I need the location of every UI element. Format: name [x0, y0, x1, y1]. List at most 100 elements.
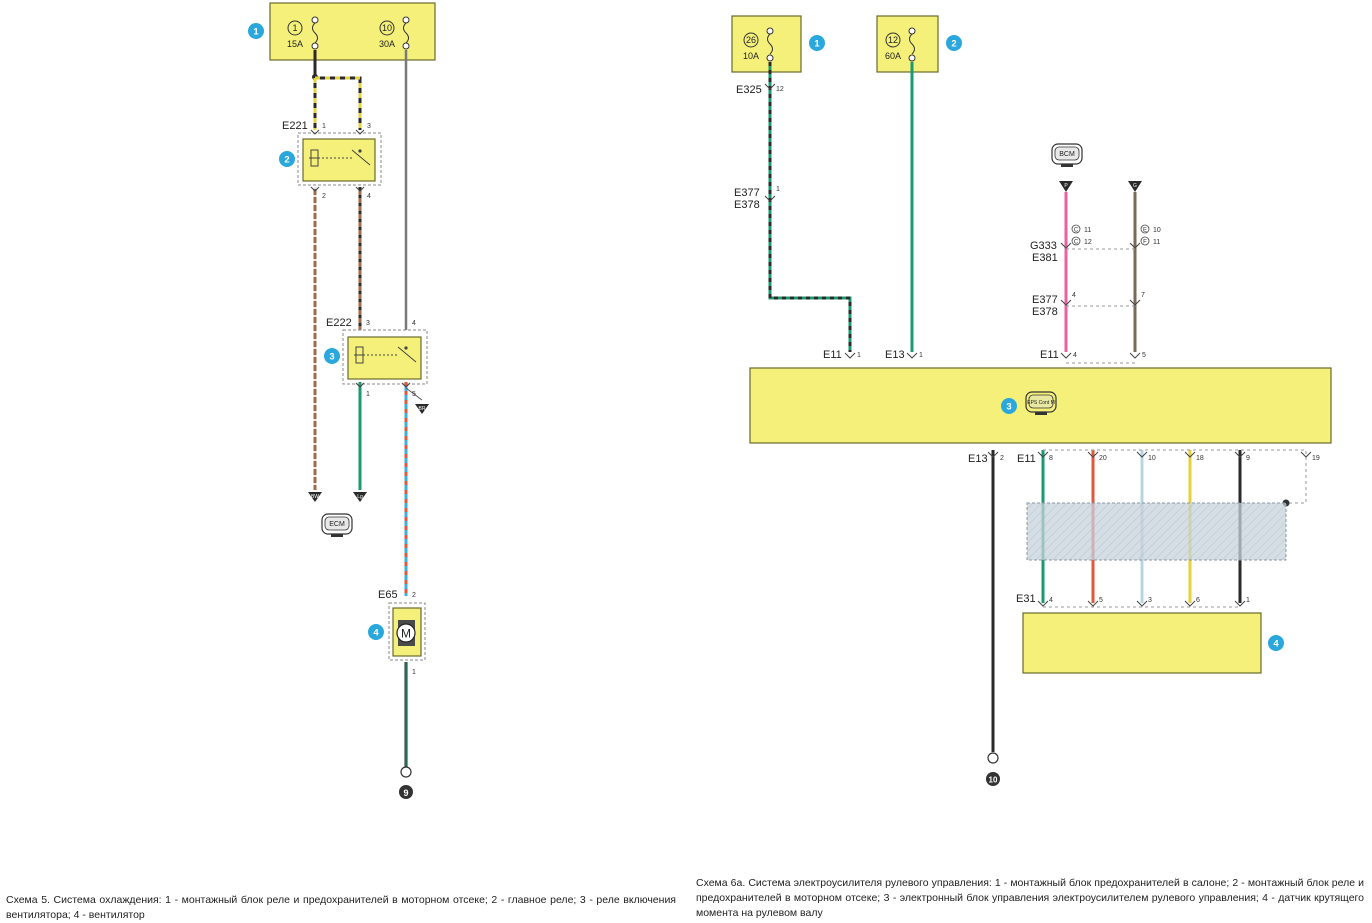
callout-3b: 3	[1001, 398, 1017, 414]
svg-text:5: 5	[1099, 597, 1103, 604]
wire-terminal-br: BR	[415, 404, 429, 414]
svg-text:9: 9	[403, 788, 408, 798]
motor-symbol: M	[401, 627, 411, 641]
svg-text:6: 6	[1196, 597, 1200, 604]
ground-point-9: 9	[399, 766, 413, 799]
wires-eps-bottom	[987, 449, 1312, 752]
connector-e381: E381	[1032, 252, 1058, 264]
wire-terminal-p: P	[1059, 181, 1073, 192]
callout-1b: 1	[809, 35, 825, 51]
svg-text:2: 2	[412, 592, 416, 599]
svg-text:60A: 60A	[885, 51, 901, 61]
svg-text:4: 4	[1073, 352, 1077, 359]
connector-e221: E221	[282, 120, 308, 132]
svg-text:G: G	[1133, 183, 1137, 189]
svg-text:1: 1	[412, 669, 416, 676]
wire-terminal-g: G	[1128, 181, 1142, 192]
svg-text:F: F	[1143, 240, 1147, 246]
ecm-badge: ECM	[321, 513, 353, 537]
cabin-fuse-box: 26 10A	[731, 15, 802, 73]
fuse-number: 10	[382, 23, 392, 33]
wire-terminal-lg: Lg	[353, 492, 367, 502]
svg-text:2: 2	[951, 39, 956, 50]
callout-4: 4	[368, 624, 384, 640]
connector-g333: G333	[1030, 240, 1057, 252]
svg-text:BW: BW	[311, 494, 319, 500]
svg-text:5: 5	[412, 391, 416, 398]
svg-text:BR: BR	[419, 406, 426, 412]
callout-4b: 4	[1268, 635, 1284, 651]
svg-text:1: 1	[857, 352, 861, 359]
svg-text:4: 4	[1072, 292, 1076, 299]
svg-text:4: 4	[412, 320, 416, 327]
svg-text:E: E	[1143, 228, 1147, 234]
connector-e13-top: E13	[885, 349, 905, 361]
engine-fuse-box: 1 15A 10 30A	[269, 2, 436, 61]
svg-text:ECM: ECM	[329, 521, 345, 528]
svg-text:4: 4	[1049, 597, 1053, 604]
svg-text:3: 3	[1006, 402, 1011, 413]
main-relay: E221 1 3 2 4	[282, 120, 382, 200]
connector-e378-b: E378	[1032, 306, 1058, 318]
svg-text:1: 1	[919, 352, 923, 359]
svg-text:10: 10	[1148, 455, 1156, 462]
svg-text:3: 3	[1148, 597, 1152, 604]
ground-point-10: 10	[986, 752, 1000, 786]
svg-text:1: 1	[253, 27, 259, 38]
cooling-system-diagram: 1 15A 10 30A 1	[248, 2, 436, 799]
connector-e11-bottom: E11	[1017, 453, 1036, 465]
connector-e378: E378	[734, 199, 760, 211]
svg-text:1: 1	[814, 39, 820, 50]
svg-text:9: 9	[1246, 455, 1250, 462]
svg-text:10: 10	[989, 776, 998, 785]
eps-system-diagram: 26 10A 1 12 60A 2	[731, 15, 1332, 786]
bcm-badge: BCM	[1051, 143, 1083, 167]
connector-e377-b: E377	[1032, 294, 1058, 306]
svg-text:4: 4	[1273, 639, 1279, 650]
svg-text:2: 2	[284, 155, 289, 166]
eps-control-module: EPS Cont M	[749, 367, 1332, 444]
fuse-30a: 10 30A	[379, 16, 410, 50]
callout-1: 1	[248, 23, 264, 39]
svg-text:3: 3	[366, 320, 370, 327]
connector-e65: E65	[378, 589, 398, 601]
connector-e13-bottom: E13	[968, 453, 988, 465]
svg-text:1: 1	[1246, 597, 1250, 604]
torque-sensor	[1022, 612, 1262, 674]
engine-fuse-box-60a: 12 60A	[876, 15, 939, 73]
fan-motor: M E65 2 1	[378, 589, 426, 676]
svg-text:1: 1	[322, 123, 326, 130]
svg-text:EPS Cont M: EPS Cont M	[1027, 400, 1055, 406]
caption-cooling-system: Схема 5. Система охлаждения: 1 - монтажн…	[6, 894, 676, 921]
wires-eps-top	[764, 62, 1141, 364]
caption-eps-system: Схема 6а. Система электроусилителя рулев…	[696, 877, 1364, 919]
svg-text:10: 10	[1153, 227, 1161, 234]
svg-text:4: 4	[367, 193, 371, 200]
fuse-number: 1	[292, 23, 297, 33]
svg-text:7: 7	[1141, 292, 1145, 299]
callout-3: 3	[324, 348, 340, 364]
svg-text:BCM: BCM	[1059, 151, 1075, 158]
connector-badges: C 11 C 12 E 10 F 11	[1071, 224, 1161, 246]
wires-cooling	[312, 50, 423, 768]
svg-text:4: 4	[373, 628, 379, 639]
wire-terminal-bw: BW	[308, 492, 322, 502]
svg-text:1: 1	[776, 186, 780, 193]
fuse-15a: 1 15A	[287, 16, 319, 50]
svg-text:8: 8	[1049, 455, 1053, 462]
svg-text:C: C	[1074, 228, 1079, 234]
callout-2: 2	[279, 151, 295, 167]
shielded-cable-band	[1026, 502, 1287, 561]
svg-text:1: 1	[366, 391, 370, 398]
svg-text:3: 3	[367, 123, 371, 130]
connector-e325: E325	[736, 84, 762, 96]
svg-text:12: 12	[1084, 239, 1092, 246]
fan-relay: E222 3 4 1 5	[326, 317, 428, 398]
svg-text:3: 3	[329, 352, 334, 363]
svg-text:26: 26	[746, 35, 756, 45]
svg-text:12: 12	[776, 86, 784, 93]
svg-text:20: 20	[1099, 455, 1107, 462]
svg-text:11: 11	[1153, 239, 1160, 246]
svg-text:5: 5	[1142, 352, 1146, 359]
